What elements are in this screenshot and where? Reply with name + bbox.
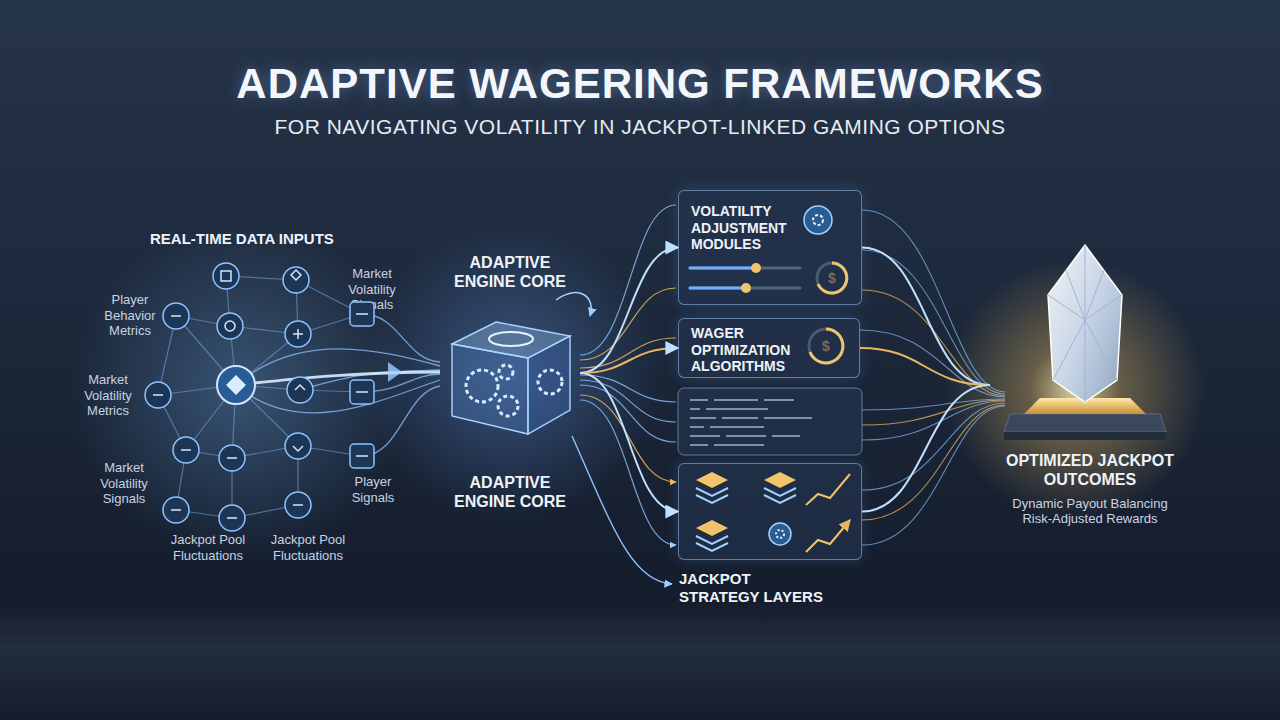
core-ring [489,332,533,346]
layer-stack-icon [696,472,796,536]
input-label: Player Behavior Metrics [94,292,166,339]
input-icon [217,313,243,339]
network-glow [70,220,410,560]
input-icon [350,380,374,404]
outcome-node: OPTIMIZED JACKPOT OUTCOMES Dynamic Payout… [990,240,1190,530]
gear-icon [813,215,823,225]
diagram-title: ADAPTIVE WAGERING FRAMEWORKS [0,60,1280,108]
gauge-ring [809,329,843,363]
main-input-stream [236,372,440,385]
input-icon [219,445,245,471]
gear-icon [804,206,832,234]
gear-symbol [466,370,498,402]
core-fan-lines [580,288,676,482]
strategy-arrow [572,436,672,584]
pedestal-base [1004,432,1166,440]
pedestal-base [1004,414,1166,432]
node-heading: ADAPTIVE ENGINE CORE [445,254,575,292]
network-hub [217,366,255,404]
input-icon [285,433,311,459]
loop-arrow [556,293,591,316]
input-icon [145,382,171,408]
hub-glyph [226,375,246,395]
connector-arrow [862,248,990,386]
gauge-arc [810,329,843,363]
core-glow [360,222,660,522]
node-subtext: Dynamic Payout Balancing Risk-Adjusted R… [1005,496,1175,527]
gem-facets [1048,245,1122,402]
pedestal-top [1024,398,1146,414]
core-fan-lines [580,205,676,545]
outcome-streams [862,290,1005,520]
input-icon [173,437,199,463]
outcome-streams [860,210,1005,545]
code-lines [690,400,812,445]
input-icon [163,303,189,329]
module-panel: JACKPOT STRATEGY LAYERS [678,463,862,560]
subtitle: FOR NAVIGATING VOLATILITY IN JACKPOT-LIN… [0,114,1280,139]
input-icon [219,505,245,531]
input-icon [213,263,239,289]
node-heading: ADAPTIVE ENGINE CORE [445,474,575,512]
gear-symbol [499,365,513,379]
node-heading: JACKPOT STRATEGY LAYERS [679,570,831,605]
input-label: Jackpot Pool Fluctuations [260,532,356,563]
module-panel: VOLATILITY ADJUSTMENT MODULES [678,190,862,305]
connector-arrow [580,348,678,373]
node-heading: VOLATILITY ADJUSTMENT MODULES [691,203,811,253]
slider-track [690,268,800,288]
input-streams [236,314,440,456]
input-icon [287,377,313,403]
gauge-arc [818,263,847,293]
icon-glyphs [153,270,368,518]
cube-face [452,322,570,358]
growth-chart [806,474,850,552]
cube-face [452,344,528,434]
input-label: Player Signals [345,474,401,505]
node-heading: OPTIMIZED JACKPOT OUTCOMES [995,452,1185,490]
connector-arrow [862,385,990,512]
connector-arrow [580,373,678,512]
slider-fill [690,268,756,288]
network-links [158,276,362,518]
slider-knob [751,263,761,273]
flow-chevron [388,362,402,382]
jackpot-gem [1048,245,1122,402]
input-label: Market Volatility Signals [334,266,410,313]
code-panel [678,388,862,455]
layer-stack-icon [696,488,796,551]
input-icon [163,497,189,523]
input-icon [285,492,311,518]
cube-outline [440,306,580,440]
input-icon [350,302,374,326]
input-icon [283,267,309,293]
input-icon [350,444,374,468]
network-icons [145,263,402,531]
section-label: REAL-TIME DATA INPUTS [150,230,390,248]
connector-arrow [860,348,990,385]
input-icon [285,321,311,347]
engine-core: ADAPTIVE ENGINE COREADAPTIVE ENGINE CORE [440,306,580,440]
gauge-ring [817,263,847,293]
input-label: Market Volatility Signals [88,460,160,507]
gear-symbol [498,396,518,416]
floor-reflection [0,600,1280,720]
gear-symbol [538,370,562,394]
gear-icon [769,523,791,545]
slider-knob [741,283,751,293]
node-heading: WAGER OPTIMIZATION ALGORITHMS [691,325,811,375]
module-panel: WAGER OPTIMIZATION ALGORITHMS [678,318,860,378]
input-label: Market Volatility Metrics [72,372,144,419]
connector-arrow [580,248,678,374]
input-label: Jackpot Pool Fluctuations [160,532,256,563]
gear-icon [776,530,784,538]
gem-glow [945,260,1205,520]
